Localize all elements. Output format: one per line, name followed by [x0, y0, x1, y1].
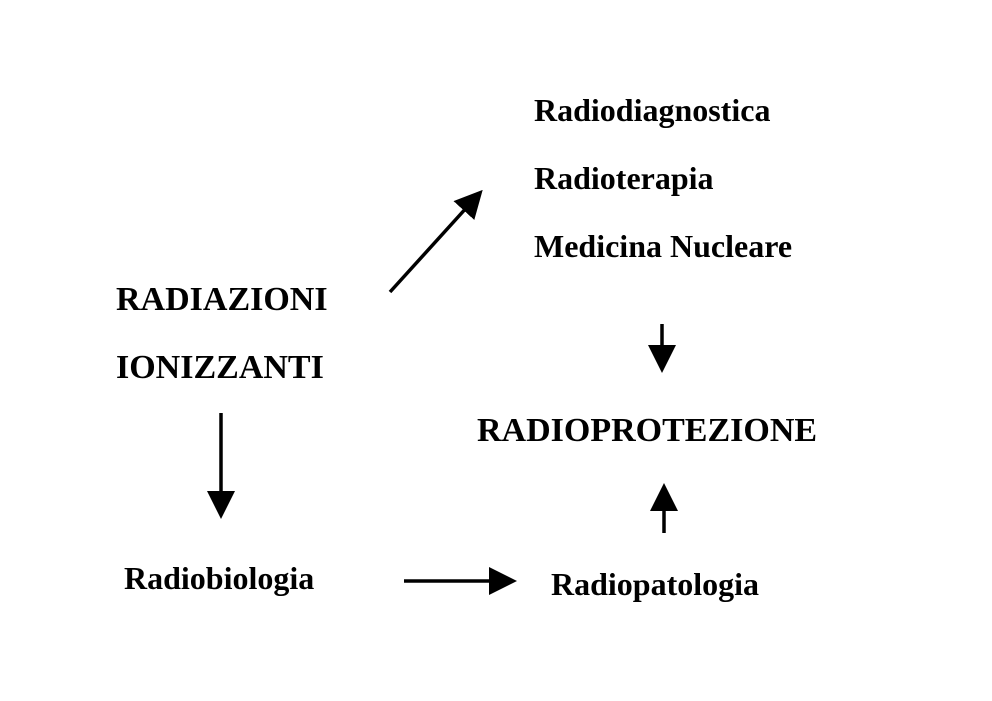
- node-radiodiagnostica: Radiodiagnostica: [534, 92, 771, 128]
- arrow-radiazioni-to-applications: [388, 189, 483, 294]
- node-radioterapia: Radioterapia: [534, 160, 714, 196]
- node-radiobiologia: Radiobiologia: [124, 560, 315, 596]
- node-radiopatologia: Radiopatologia: [551, 566, 760, 602]
- node-medicina-nucleare: Medicina Nucleare: [534, 228, 793, 264]
- node-radioprotezione: RADIOPROTEZIONE: [477, 412, 818, 449]
- node-radiazioni: RADIAZIONI: [116, 281, 328, 318]
- node-ionizzanti: IONIZZANTI: [116, 349, 324, 386]
